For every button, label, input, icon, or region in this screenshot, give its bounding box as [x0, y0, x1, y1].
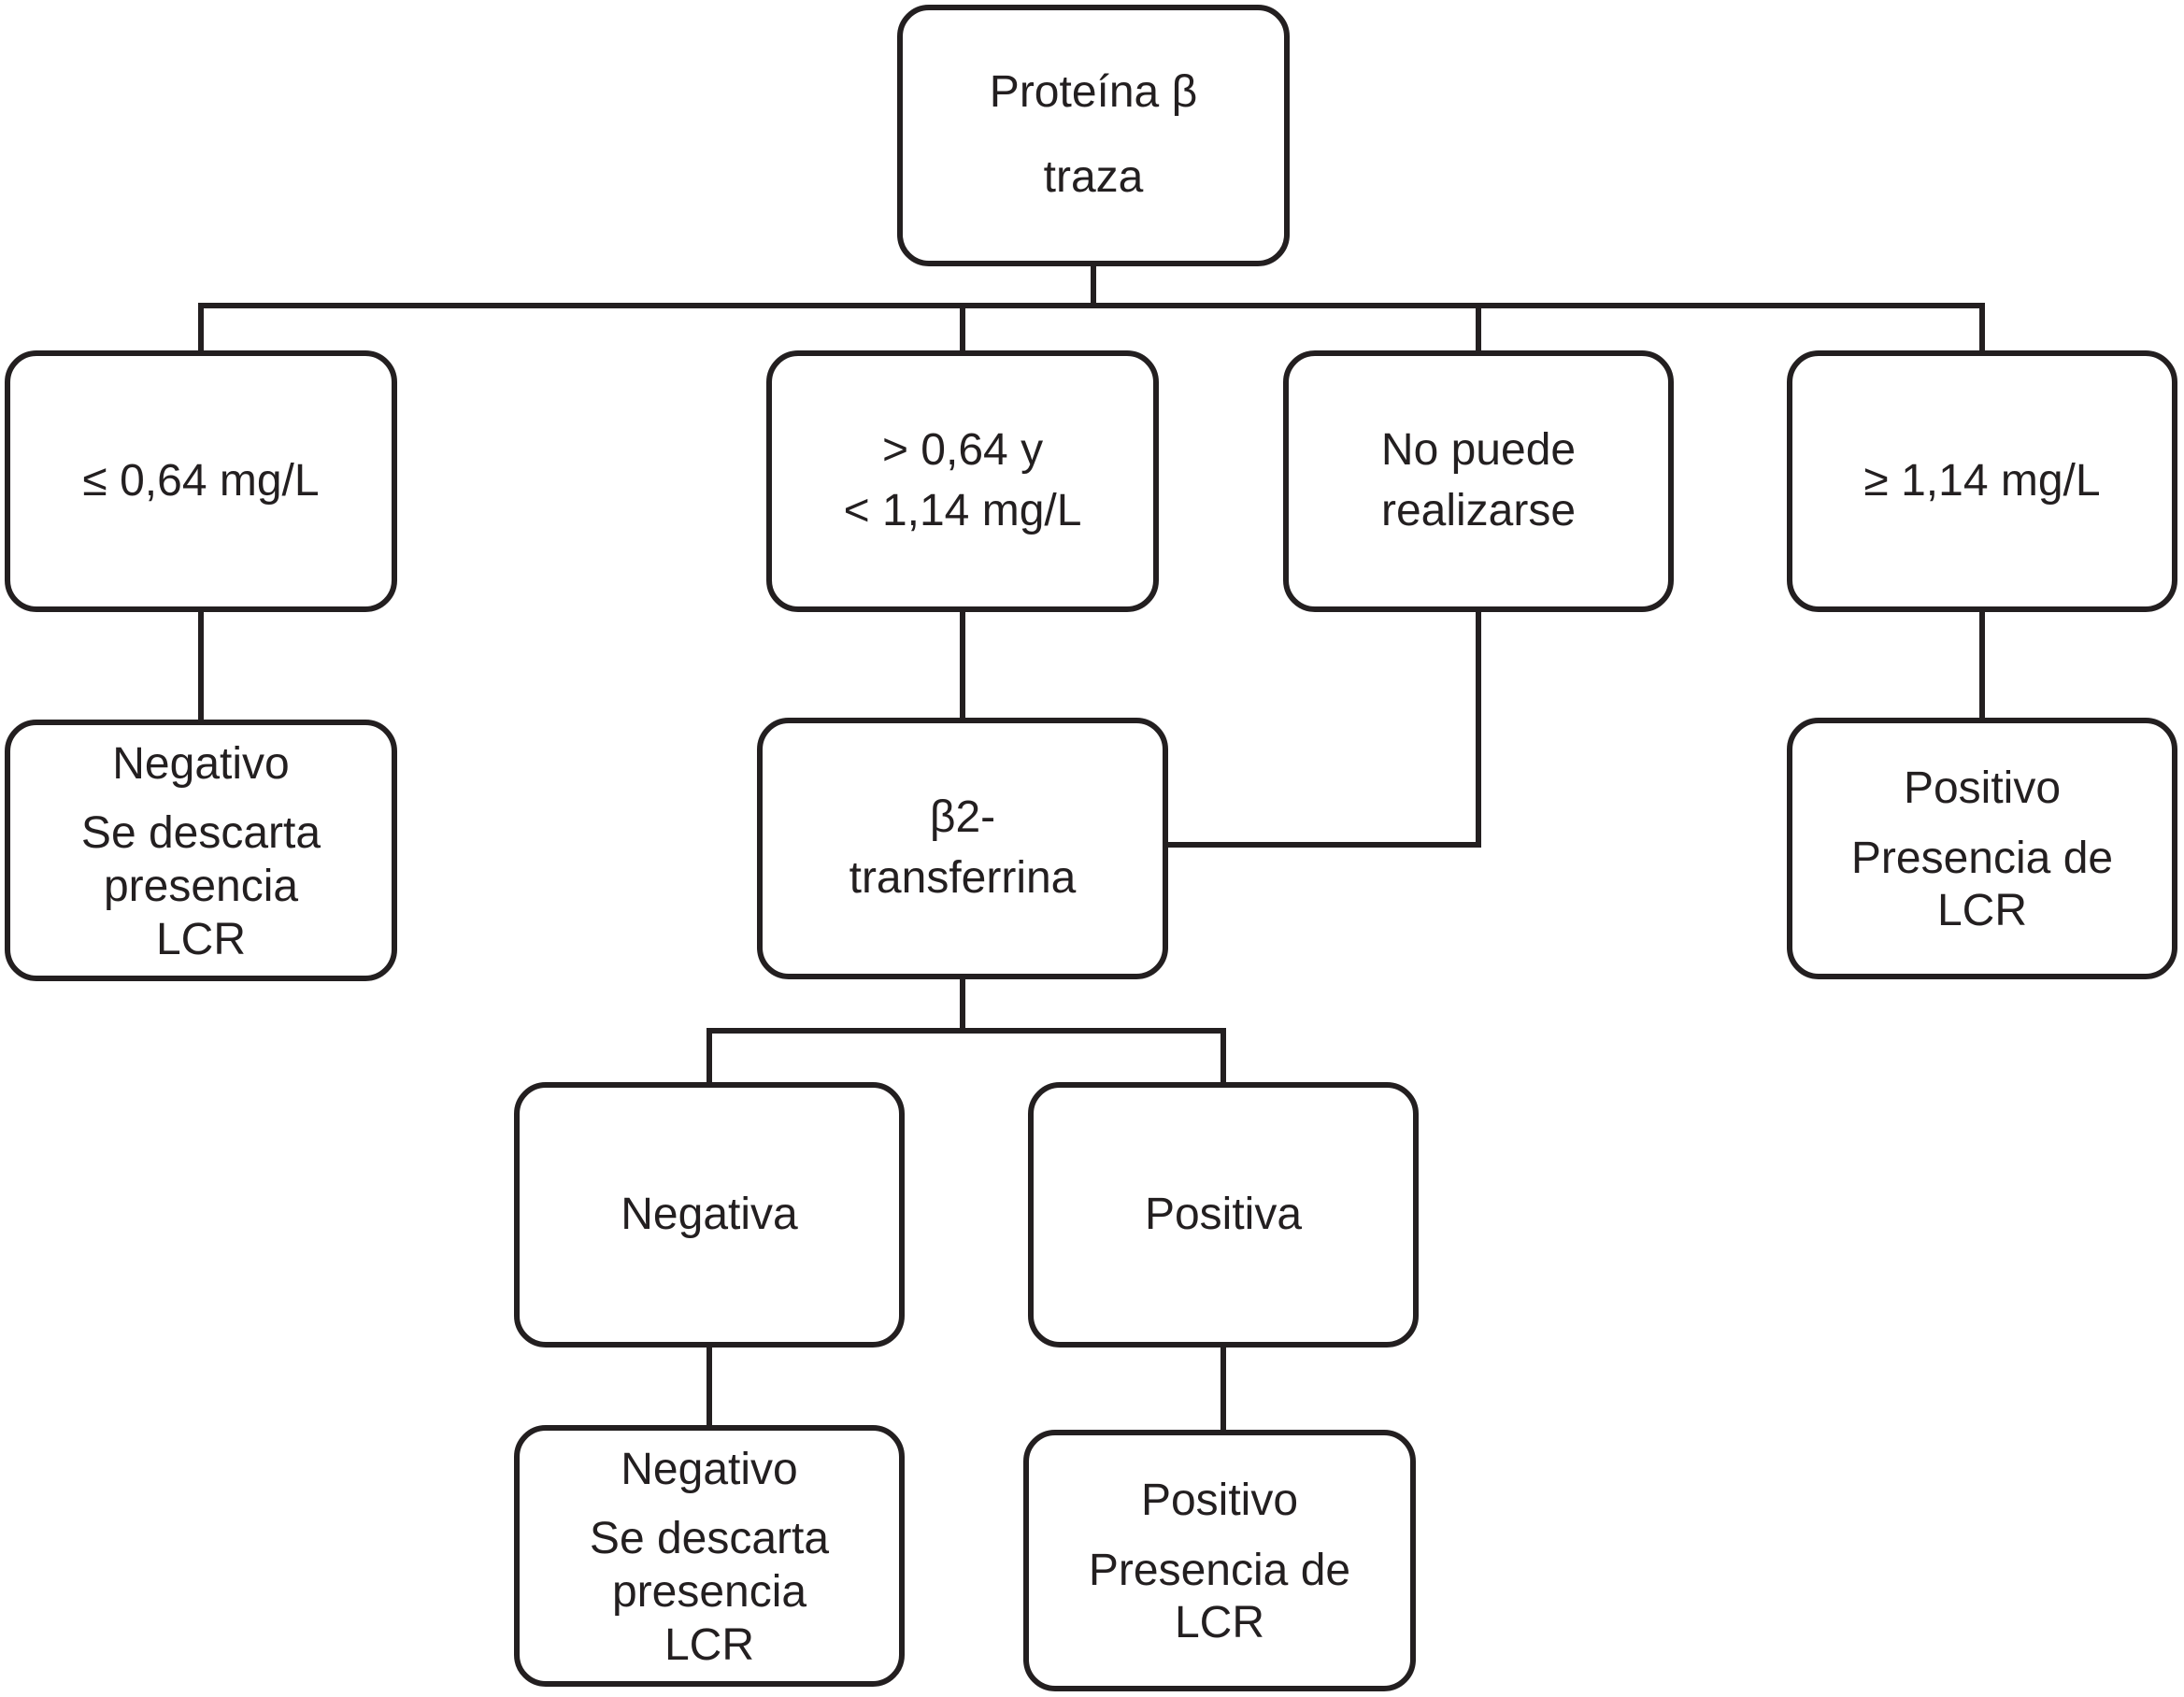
edge-b2-branch-horizontal: [707, 1028, 1226, 1034]
node-subtitle: Se descarta presencia LCR: [80, 808, 321, 964]
node-title: Negativo: [621, 1444, 798, 1494]
node-label: traza: [1043, 152, 1144, 202]
edge-drop-negativa: [707, 1028, 712, 1088]
node-b2-transferrina: β2- transferrina: [757, 718, 1168, 979]
node-label: β2- transferrina: [849, 792, 1077, 903]
edge-b2-to-branch: [960, 975, 965, 1034]
edge-drop-le-064: [198, 303, 204, 356]
node-proteina-beta-traza: Proteína β traza: [897, 5, 1290, 266]
node-label: Positiva: [1144, 1189, 1303, 1239]
node-ge-1-14-mg-l: ≥ 1,14 mg/L: [1787, 350, 2177, 612]
node-subtitle: Presencia de LCR: [1088, 1545, 1351, 1648]
node-title: Positivo: [1140, 1475, 1299, 1525]
node-label: ≥ 1,14 mg/L: [1863, 455, 2101, 506]
node-title: Negativo: [112, 738, 290, 789]
node-positiva: Positiva: [1028, 1082, 1419, 1348]
node-label: Negativa: [621, 1189, 798, 1239]
edge-positiva-to-positivo: [1220, 1343, 1226, 1435]
node-gt-0-64-lt-1-14-mg-l: > 0,64 y < 1,14 mg/L: [766, 350, 1159, 612]
edge-mid-range-to-b2: [960, 607, 965, 723]
node-negativa: Negativa: [514, 1082, 905, 1348]
node-negativo-se-descarta-lcr-left: Negativo Se descarta presencia LCR: [5, 720, 397, 981]
node-label: ≤ 0,64 mg/L: [82, 455, 320, 506]
node-label: > 0,64 y < 1,14 mg/L: [843, 425, 1082, 535]
node-label: Proteína β: [989, 67, 1198, 118]
node-positivo-presencia-lcr-bottom: Positivo Presencia de LCR: [1023, 1430, 1416, 1691]
edge-root-to-branch: [1091, 262, 1096, 308]
edge-drop-positiva: [1220, 1028, 1226, 1088]
node-subtitle: Presencia de LCR: [1850, 833, 2114, 936]
node-le-0-64-mg-l: ≤ 0,64 mg/L: [5, 350, 397, 612]
edge-ge-114-to-positivo: [1979, 607, 1985, 723]
node-positivo-presencia-lcr-right: Positivo Presencia de LCR: [1787, 718, 2177, 979]
node-subtitle: Se descarta presencia LCR: [589, 1514, 830, 1670]
edge-no-puede-elbow-vertical: [1476, 607, 1481, 848]
node-title: Positivo: [1903, 763, 2062, 813]
edge-drop-mid-range: [960, 303, 965, 356]
edge-no-puede-elbow-horizontal: [1163, 842, 1481, 848]
edge-top-branch-horizontal: [198, 303, 1985, 308]
edge-drop-no-puede: [1476, 303, 1481, 356]
node-no-puede-realizarse: No puede realizarse: [1283, 350, 1674, 612]
edge-negativa-to-negativo: [707, 1343, 712, 1431]
edge-drop-ge-114: [1979, 303, 1985, 356]
node-label: No puede realizarse: [1380, 425, 1577, 535]
edge-le-064-to-negativo: [198, 607, 204, 725]
node-negativo-se-descarta-lcr-bottom: Negativo Se descarta presencia LCR: [514, 1425, 905, 1687]
